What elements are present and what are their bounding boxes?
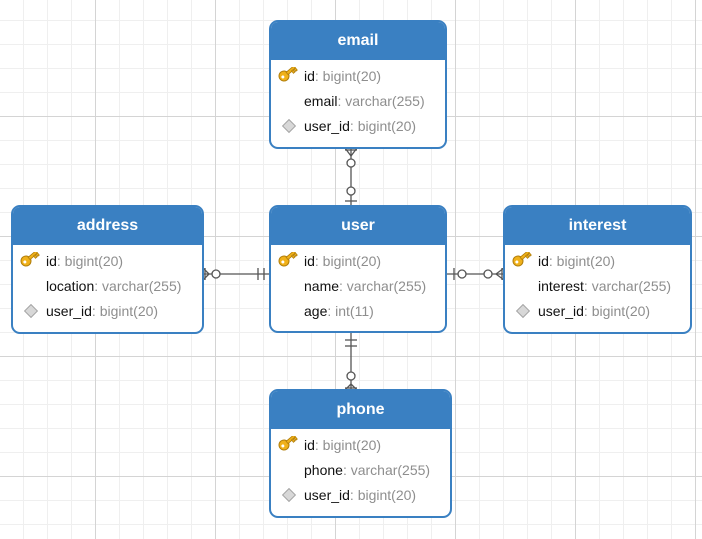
column-row[interactable]: id: bigint(20) <box>13 248 202 273</box>
column-name: id <box>304 67 315 84</box>
entity-title: phone <box>271 391 450 429</box>
column-row[interactable]: age: int(11) <box>271 298 445 323</box>
primary-key-icon <box>278 67 298 82</box>
column-type: : varchar(255) <box>94 277 182 294</box>
column-row[interactable]: email: varchar(255) <box>271 88 445 113</box>
foreign-key-icon <box>281 487 297 503</box>
column-type: : bigint(20) <box>314 252 382 269</box>
foreign-key-icon <box>23 303 39 319</box>
primary-key-icon <box>278 252 298 267</box>
column-type: : bigint(20) <box>91 302 159 319</box>
column-type: : varchar(255) <box>342 461 431 478</box>
entity-address[interactable]: address id: bigint(20) location: varchar… <box>11 205 204 334</box>
entity-interest[interactable]: interest id: bigint(20) interest: varcha… <box>503 205 692 334</box>
column-name: user_id <box>538 302 584 319</box>
column-type: : bigint(20) <box>314 436 382 453</box>
column-type: : bigint(20) <box>349 486 417 503</box>
relationship-user-email[interactable] <box>344 147 358 206</box>
primary-key-icon <box>512 252 532 267</box>
column-type: : bigint(20) <box>583 302 651 319</box>
entity-title: user <box>271 207 445 245</box>
column-row[interactable]: id: bigint(20) <box>271 63 445 88</box>
foreign-key-icon <box>281 118 297 134</box>
primary-key-icon <box>278 436 298 451</box>
column-row[interactable]: id: bigint(20) <box>271 248 445 273</box>
relationship-user-interest[interactable] <box>447 267 505 281</box>
column-type: : int(11) <box>327 302 374 319</box>
entity-title: email <box>271 22 445 60</box>
column-row[interactable]: phone: varchar(255) <box>271 457 450 482</box>
column-row[interactable]: user_id: bigint(20) <box>505 298 690 323</box>
relationship-user-address[interactable] <box>202 267 271 281</box>
column-row[interactable]: user_id: bigint(20) <box>271 482 450 507</box>
column-name: name <box>304 277 340 294</box>
column-row[interactable]: location: varchar(255) <box>13 273 202 298</box>
column-name: user_id <box>46 302 92 319</box>
entity-title: address <box>13 207 202 245</box>
entity-phone[interactable]: phone id: bigint(20) phone: varchar(255)… <box>269 389 452 518</box>
column-type: : varchar(255) <box>337 92 425 109</box>
column-name: id <box>304 436 315 453</box>
entity-user[interactable]: user id: bigint(20) name: varchar(255) a… <box>269 205 447 333</box>
column-row[interactable]: id: bigint(20) <box>505 248 690 273</box>
primary-key-icon <box>20 252 40 267</box>
column-row[interactable]: id: bigint(20) <box>271 432 450 457</box>
column-type: : varchar(255) <box>339 277 427 294</box>
column-type: : bigint(20) <box>548 252 616 269</box>
column-type: : bigint(20) <box>349 117 417 134</box>
column-type: : varchar(255) <box>583 277 672 294</box>
column-type: : bigint(20) <box>56 252 124 269</box>
column-row[interactable]: user_id: bigint(20) <box>13 298 202 323</box>
column-name: location <box>46 277 95 294</box>
column-name: email <box>304 92 338 109</box>
column-name: age <box>304 302 328 319</box>
column-name: phone <box>304 461 343 478</box>
column-name: id <box>304 252 315 269</box>
column-name: interest <box>538 277 584 294</box>
column-name: id <box>538 252 549 269</box>
column-name: user_id <box>304 486 350 503</box>
entity-email[interactable]: email id: bigint(20) email: varchar(255)… <box>269 20 447 149</box>
relationship-user-phone[interactable] <box>344 332 358 391</box>
column-type: : bigint(20) <box>314 67 382 84</box>
entity-title: interest <box>505 207 690 245</box>
column-name: user_id <box>304 117 350 134</box>
column-name: id <box>46 252 57 269</box>
column-row[interactable]: name: varchar(255) <box>271 273 445 298</box>
foreign-key-icon <box>515 303 531 319</box>
column-row[interactable]: user_id: bigint(20) <box>271 113 445 138</box>
column-row[interactable]: interest: varchar(255) <box>505 273 690 298</box>
